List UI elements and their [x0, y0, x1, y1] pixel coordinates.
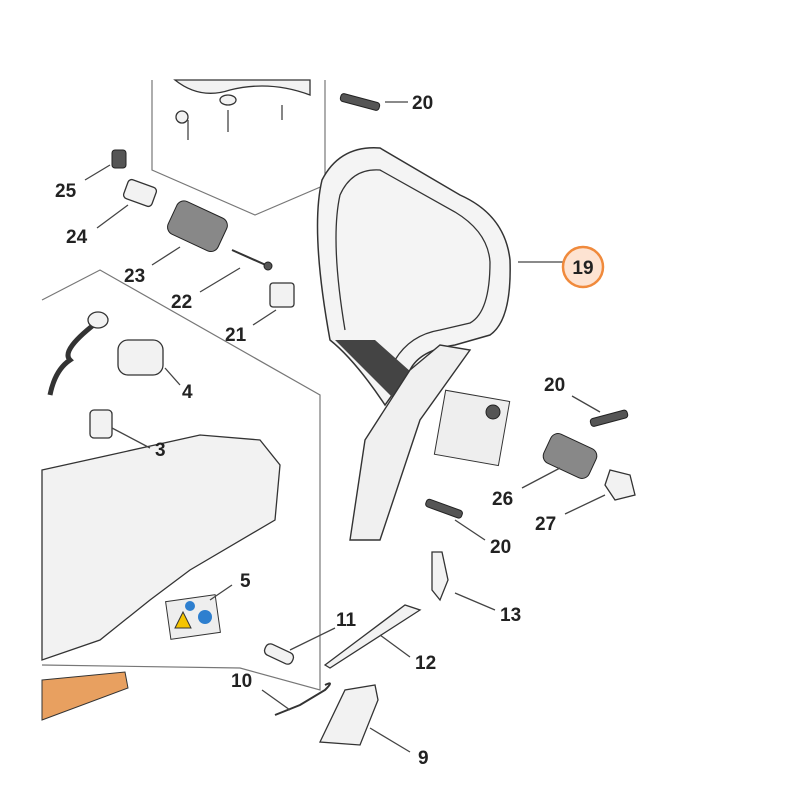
callout-9[interactable]: 9	[418, 748, 429, 769]
valve-3	[89, 409, 113, 439]
screw-25	[111, 149, 127, 169]
trigger-9	[319, 684, 379, 746]
screw-20	[589, 409, 629, 427]
callout-20[interactable]: 20	[490, 537, 511, 558]
buffer-21	[269, 282, 295, 308]
callout-19-highlighted[interactable]: 19	[561, 245, 605, 289]
washer	[219, 94, 237, 106]
callout-27[interactable]: 27	[535, 514, 556, 535]
callout-21[interactable]: 21	[225, 325, 247, 346]
callout-12[interactable]: 12	[415, 653, 436, 674]
callout-26[interactable]: 26	[492, 489, 513, 510]
pin-22	[231, 249, 269, 267]
bar-plate	[41, 671, 129, 721]
handlebar-part-19[interactable]	[316, 147, 511, 541]
screw-20	[339, 93, 381, 111]
callout-20[interactable]: 20	[412, 93, 433, 114]
callout-4[interactable]: 4	[182, 382, 193, 403]
spring-10	[274, 682, 331, 716]
callout-22[interactable]: 22	[171, 292, 192, 313]
filter-4	[117, 339, 164, 376]
housing	[41, 434, 281, 661]
leader-lines	[84, 101, 606, 753]
callout-25[interactable]: 25	[55, 181, 77, 202]
callout-19[interactable]: 19	[572, 258, 593, 279]
callout-5[interactable]: 5	[240, 571, 251, 592]
callout-24[interactable]: 24	[66, 227, 88, 248]
spring-23	[167, 200, 228, 253]
callout-10[interactable]: 10	[231, 671, 252, 692]
callout-11[interactable]: 11	[336, 610, 357, 631]
spring-26	[542, 433, 598, 479]
screw-head	[175, 110, 189, 124]
callout-13[interactable]: 13	[500, 605, 521, 626]
callout-3[interactable]: 3	[155, 440, 166, 461]
rod-12	[323, 604, 422, 669]
callout-23[interactable]: 23	[124, 266, 145, 287]
warning-label-5	[165, 594, 221, 640]
lever-13	[431, 551, 449, 602]
inset-frame-top	[151, 80, 326, 216]
fitting-24	[122, 178, 158, 208]
pin-11	[263, 643, 295, 665]
tube	[47, 318, 102, 396]
screw-20	[425, 498, 463, 519]
inset-frame-left	[41, 269, 321, 691]
callout-20[interactable]: 20	[544, 375, 565, 396]
housing-part	[173, 79, 311, 96]
buffer-27	[604, 469, 636, 501]
